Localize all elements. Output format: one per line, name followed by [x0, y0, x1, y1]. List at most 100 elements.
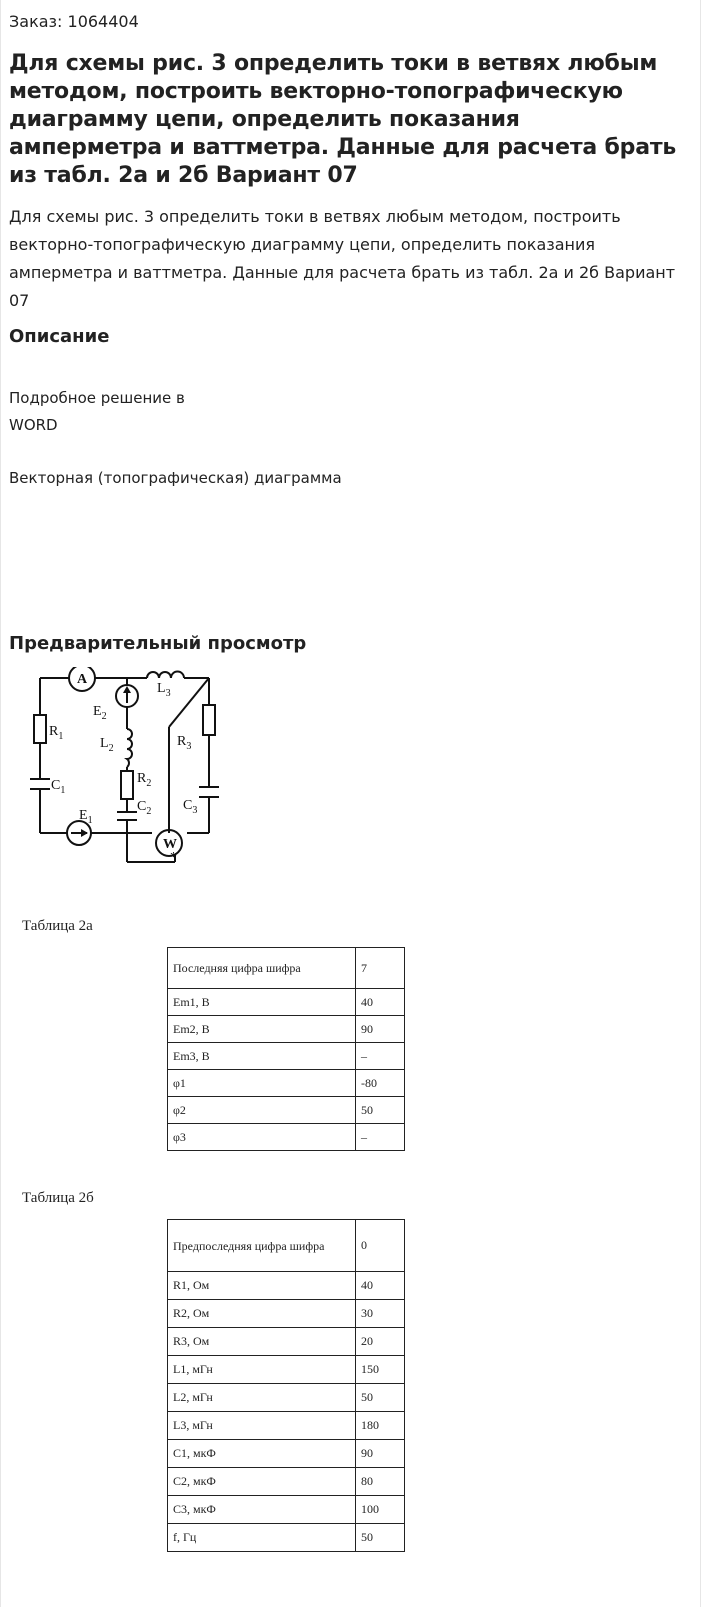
table-row: Em1, В 40: [167, 988, 405, 1016]
table-row: L1, мГн 150: [167, 1355, 405, 1384]
label-l3-sub: 3: [166, 688, 171, 699]
label-c2: C: [137, 799, 146, 814]
table-cell-key: Em3, В: [167, 1042, 356, 1070]
table-cell-key: φ3: [167, 1123, 356, 1151]
description-line-3: Векторная (топографическая) диаграмма: [9, 469, 342, 487]
label-r3-sub: 3: [186, 741, 191, 752]
table-cell-value: 150: [355, 1355, 405, 1384]
label-r1: R: [49, 724, 59, 739]
table-2a-caption: Таблица 2а: [22, 918, 93, 934]
label-l2-sub: 2: [109, 743, 114, 754]
task-text: Для схемы рис. 3 определить токи в ветвя…: [9, 207, 676, 310]
table-cell-value: 50: [355, 1096, 405, 1124]
table-row: f, Гц 50: [167, 1523, 405, 1552]
table-cell-key: L1, мГн: [167, 1355, 356, 1384]
table-row: Последняя цифра шифра 7: [167, 947, 405, 989]
svg-text:L2: L2: [100, 736, 114, 754]
table-row: R1, Ом 40: [167, 1271, 405, 1300]
table-cell-value: 80: [355, 1467, 405, 1496]
table-cell-value: 40: [355, 1271, 405, 1300]
table-2b-caption: Таблица 2б: [22, 1190, 94, 1206]
table-cell-key: R1, Ом: [167, 1271, 356, 1300]
label-e1-sub: 1: [88, 815, 93, 826]
table-cell-value: 0: [355, 1219, 405, 1272]
table-cell-key: L3, мГн: [167, 1411, 356, 1440]
table-cell-key: Последняя цифра шифра: [167, 947, 356, 989]
table-cell-key: Em2, В: [167, 1015, 356, 1043]
label-l2: L: [100, 736, 109, 751]
label-e2-sub: 2: [102, 711, 107, 722]
table-row: φ1 -80: [167, 1069, 405, 1097]
description-line-1: Подробное решение в: [9, 389, 185, 407]
table-row: Em2, В 90: [167, 1015, 405, 1043]
table-row: L2, мГн 50: [167, 1383, 405, 1412]
table-cell-key: φ1: [167, 1069, 356, 1097]
table-cell-key: Предпоследняя цифра шифра: [167, 1219, 356, 1272]
label-l3: L: [157, 681, 166, 696]
table-cell-value: 180: [355, 1411, 405, 1440]
table-cell-value: –: [355, 1123, 405, 1151]
table-cell-key: C1, мкФ: [167, 1439, 356, 1468]
label-c2-sub: 2: [146, 806, 151, 817]
table-row: C2, мкФ 80: [167, 1467, 405, 1496]
svg-text:C2: C2: [137, 799, 151, 817]
table-cell-value: 50: [355, 1523, 405, 1552]
table-cell-value: 7: [355, 947, 405, 989]
page-title: Для схемы рис. 3 определить токи в ветвя…: [9, 51, 677, 188]
label-r2: R: [137, 771, 147, 786]
label-c3: C: [183, 798, 192, 813]
table-cell-key: C3, мкФ: [167, 1495, 356, 1524]
table-row: φ3 –: [167, 1123, 405, 1151]
table-row: C1, мкФ 90: [167, 1439, 405, 1468]
svg-text:E1: E1: [79, 808, 93, 826]
table-row: C3, мкФ 100: [167, 1495, 405, 1524]
table-cell-value: 90: [355, 1015, 405, 1043]
table-cell-key: Em1, В: [167, 988, 356, 1016]
table-cell-key: R2, Ом: [167, 1299, 356, 1328]
label-c3-sub: 3: [192, 805, 197, 816]
order-number: Заказ: 1064404: [9, 12, 139, 31]
table-cell-value: 50: [355, 1383, 405, 1412]
table-cell-value: 40: [355, 988, 405, 1016]
svg-text:L3: L3: [157, 681, 171, 699]
table-row: Em3, В –: [167, 1042, 405, 1070]
label-r3: R: [177, 734, 187, 749]
label-r2-sub: 2: [146, 778, 151, 789]
table-cell-value: 100: [355, 1495, 405, 1524]
wattmeter-label: W: [163, 837, 177, 852]
table-2b: Предпоследняя цифра шифра 0 R1, Ом 40 R2…: [167, 1219, 405, 1552]
table-row: φ2 50: [167, 1096, 405, 1124]
table-cell-key: L2, мГн: [167, 1383, 356, 1412]
table-row: R2, Ом 30: [167, 1299, 405, 1328]
svg-text:R1: R1: [49, 724, 63, 742]
circuit-schematic: A W R1 C1 E1 E2 L2 R2 C2 L3 R3 C3 *: [30, 667, 219, 865]
svg-text:C3: C3: [183, 798, 197, 816]
description-heading: Описание: [9, 326, 110, 347]
label-c1-sub: 1: [60, 785, 65, 796]
description-line-2: WORD: [9, 416, 58, 434]
table-row: L3, мГн 180: [167, 1411, 405, 1440]
table-cell-key: φ2: [167, 1096, 356, 1124]
label-e2: E: [93, 704, 102, 719]
label-c1: C: [51, 778, 60, 793]
svg-text:E2: E2: [93, 704, 107, 722]
table-row: Предпоследняя цифра шифра 0: [167, 1219, 405, 1272]
svg-text:C1: C1: [51, 778, 65, 796]
label-e1: E: [79, 808, 88, 823]
table-cell-key: R3, Ом: [167, 1327, 356, 1356]
wattmeter-star: *: [170, 850, 177, 865]
table-cell-value: -80: [355, 1069, 405, 1097]
description-text: Подробное решение в WORD: [9, 385, 185, 439]
table-cell-value: 30: [355, 1299, 405, 1328]
svg-text:R3: R3: [177, 734, 191, 752]
label-r1-sub: 1: [58, 731, 63, 742]
ammeter-label: A: [77, 672, 88, 687]
table-cell-key: f, Гц: [167, 1523, 356, 1552]
table-cell-value: –: [355, 1042, 405, 1070]
table-2a: Последняя цифра шифра 7 Em1, В 40 Em2, В…: [167, 947, 405, 1151]
preview-heading: Предварительный просмотр: [9, 633, 307, 654]
table-row: R3, Ом 20: [167, 1327, 405, 1356]
table-cell-key: C2, мкФ: [167, 1467, 356, 1496]
svg-text:R2: R2: [137, 771, 151, 789]
table-cell-value: 20: [355, 1327, 405, 1356]
